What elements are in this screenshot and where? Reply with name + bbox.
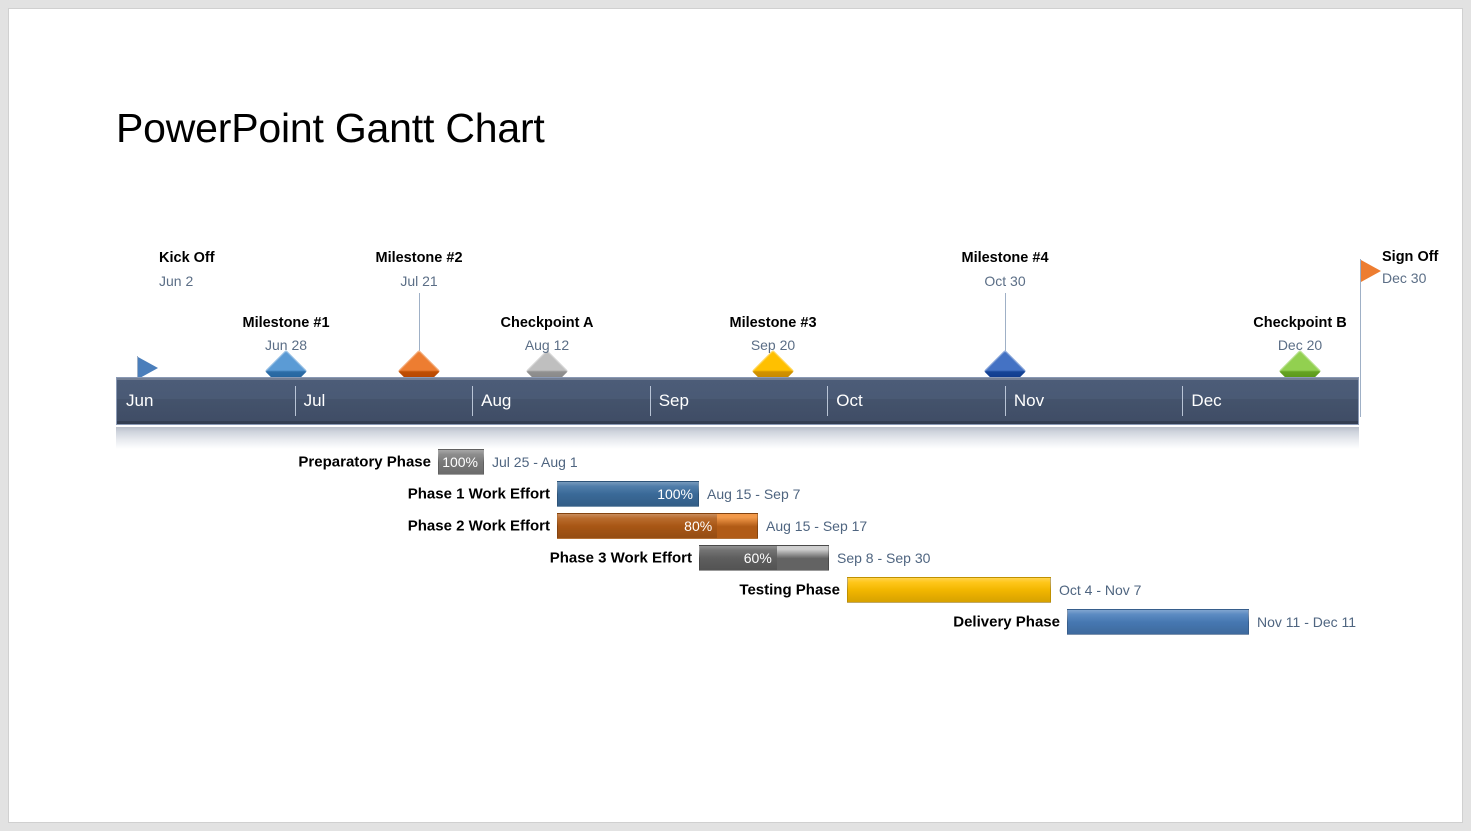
timeline-month-aug: Aug xyxy=(472,378,650,424)
task-label: Delivery Phase xyxy=(953,613,1060,631)
timeline-shadow-band xyxy=(116,427,1359,449)
task-progress-percent: 100% xyxy=(442,454,478,470)
task-label: Phase 2 Work Effort xyxy=(407,517,550,535)
task-bar[interactable]: 100% xyxy=(438,449,484,475)
task-progress-percent: 60% xyxy=(743,550,772,566)
milestone-title: Milestone #4 xyxy=(961,250,1049,266)
timeline-month-dec: Dec xyxy=(1182,378,1360,424)
task-date-range: Sep 8 - Sep 30 xyxy=(837,550,931,566)
milestone-title: Milestone #2 xyxy=(375,250,463,266)
milestone-flag-icon xyxy=(138,357,158,379)
month-label: Jun xyxy=(126,391,154,410)
task-label: Phase 3 Work Effort xyxy=(549,549,692,567)
task-bar-progress-fill xyxy=(848,578,1050,602)
task-bar[interactable]: 60% xyxy=(699,545,829,571)
task-row[interactable]: Phase 1 Work Effort 100% Aug 15 - Sep 7 xyxy=(408,481,800,507)
month-label: Sep xyxy=(658,391,689,410)
milestone-title: Checkpoint B xyxy=(1253,315,1347,331)
milestone-date: Jun 2 xyxy=(159,273,194,289)
task-bar-progress-fill xyxy=(700,546,777,570)
milestone-stem xyxy=(1005,293,1006,377)
milestone-date: Oct 30 xyxy=(984,273,1026,289)
month-label: Nov xyxy=(1013,391,1045,410)
task-bar-progress-fill xyxy=(558,482,698,506)
timeline-month-sep: Sep xyxy=(649,378,828,424)
milestone-date: Jun 28 xyxy=(264,337,308,353)
milestone-date: Dec 20 xyxy=(1277,337,1323,353)
task-row[interactable]: Preparatory Phase 100% Jul 25 - Aug 1 xyxy=(298,449,578,475)
timeline-month-nov: Nov xyxy=(1004,378,1183,424)
milestone-title: Milestone #3 xyxy=(729,315,817,331)
task-date-range: Oct 4 - Nov 7 xyxy=(1059,582,1142,598)
task-bar[interactable] xyxy=(1067,609,1249,635)
page-title: PowerPoint Gantt Chart xyxy=(116,105,545,151)
task-bar[interactable]: 100% xyxy=(557,481,699,507)
month-label: Aug xyxy=(481,391,512,410)
milestone-title: Milestone #1 xyxy=(242,315,330,331)
month-divider xyxy=(1182,386,1184,416)
milestone-stem xyxy=(419,293,420,377)
task-bar[interactable] xyxy=(847,577,1051,603)
milestone-date: Aug 12 xyxy=(524,337,570,353)
task-progress-percent: 80% xyxy=(684,518,713,534)
month-divider xyxy=(827,386,829,416)
task-date-range: Aug 15 - Sep 17 xyxy=(766,518,868,534)
month-divider xyxy=(294,386,296,416)
task-row[interactable]: Phase 2 Work Effort 80% Aug 15 - Sep 17 xyxy=(408,513,867,539)
milestone-date: Sep 20 xyxy=(750,337,796,353)
month-divider xyxy=(1004,386,1006,416)
milestone-stem xyxy=(1360,259,1361,417)
timeline-month-jul: Jul xyxy=(294,378,473,424)
month-label: Dec xyxy=(1191,391,1222,410)
milestone-title: Checkpoint A xyxy=(500,315,594,331)
task-bar-progress-fill xyxy=(439,450,483,474)
month-divider xyxy=(472,386,474,416)
timeline-month-bar: Jun Jul Aug Sep Oct Nov Dec xyxy=(116,377,1359,425)
milestone-date: Dec 30 xyxy=(1382,270,1427,286)
milestone-title: Kick Off xyxy=(159,250,215,266)
timeline-month-jun: Jun xyxy=(117,378,295,424)
task-row[interactable]: Delivery Phase Nov 11 - Dec 11 xyxy=(953,609,1356,635)
task-bar-progress-fill xyxy=(1068,610,1248,634)
task-row[interactable]: Testing Phase Oct 4 - Nov 7 xyxy=(739,577,1141,603)
timeline-month-oct: Oct xyxy=(827,378,1005,424)
task-label: Testing Phase xyxy=(739,581,840,599)
task-date-range: Jul 25 - Aug 1 xyxy=(492,454,578,470)
task-bar[interactable]: 80% xyxy=(557,513,758,539)
milestone-title: Sign Off xyxy=(1382,249,1439,265)
task-label: Preparatory Phase xyxy=(298,453,431,471)
month-label: Jul xyxy=(303,391,326,410)
task-date-range: Aug 15 - Sep 7 xyxy=(707,486,801,502)
month-label: Oct xyxy=(836,391,863,410)
task-bar-progress-fill xyxy=(558,514,718,538)
month-divider xyxy=(649,386,651,416)
task-progress-percent: 100% xyxy=(657,486,693,502)
task-date-range: Nov 11 - Dec 11 xyxy=(1257,614,1357,630)
milestone-date: Jul 21 xyxy=(400,273,438,289)
milestone-flag-icon xyxy=(1361,260,1381,282)
task-row[interactable]: Phase 3 Work Effort 60% Sep 8 - Sep 30 xyxy=(550,545,930,571)
task-label: Phase 1 Work Effort xyxy=(407,485,550,503)
